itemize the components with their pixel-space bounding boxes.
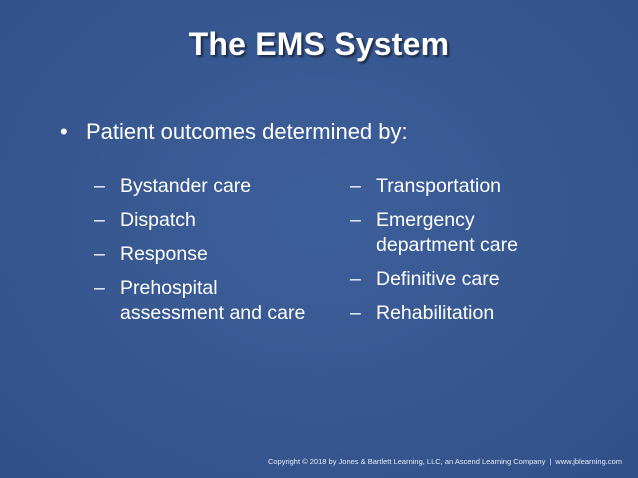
dash-icon: – xyxy=(94,243,105,265)
dash-icon: – xyxy=(94,175,105,197)
main-bullet-text: Patient outcomes determined by: xyxy=(86,119,408,144)
list-item: – Bystander care xyxy=(94,174,314,199)
list-item: – Rehabilitation xyxy=(350,301,590,326)
list-item-text: Bystander care xyxy=(120,175,252,197)
left-list: – Bystander care – Dispatch – Response –… xyxy=(94,174,314,335)
list-item: – Prehospital assessment and care xyxy=(94,276,310,326)
list-item-text: Rehabilitation xyxy=(376,302,495,324)
list-item-text: Dispatch xyxy=(120,209,196,231)
list-item-text: Prehospital assessment and care xyxy=(120,277,306,324)
list-item: – Dispatch xyxy=(94,208,314,233)
copyright-footer: Copyright © 2018 by Jones & Bartlett Lea… xyxy=(268,457,622,466)
list-item: – Definitive care xyxy=(350,267,590,292)
footer-separator: | xyxy=(549,457,552,466)
list-item-text: Emergency department care xyxy=(376,209,518,256)
slide-title: The EMS System xyxy=(188,26,450,62)
list-item: – Transportation xyxy=(350,174,590,199)
dash-icon: – xyxy=(350,209,361,231)
website-link[interactable]: www.jblearning.com xyxy=(555,457,622,466)
dash-icon: – xyxy=(94,209,105,231)
list-item-text: Transportation xyxy=(376,175,502,197)
copyright-text: Copyright © 2018 by Jones & Bartlett Lea… xyxy=(267,457,546,466)
dash-icon: – xyxy=(350,268,361,290)
list-item: – Response xyxy=(94,242,314,267)
bullet-icon: • xyxy=(60,119,68,144)
dash-icon: – xyxy=(350,302,361,324)
dash-icon: – xyxy=(350,175,361,197)
list-item: – Emergency department care xyxy=(350,208,566,258)
list-item-text: Definitive care xyxy=(376,268,500,290)
list-item-text: Response xyxy=(120,243,208,265)
dash-icon: – xyxy=(94,277,105,299)
right-list: – Transportation – Emergency department … xyxy=(350,174,590,335)
main-bullet: • Patient outcomes determined by: xyxy=(60,118,408,146)
